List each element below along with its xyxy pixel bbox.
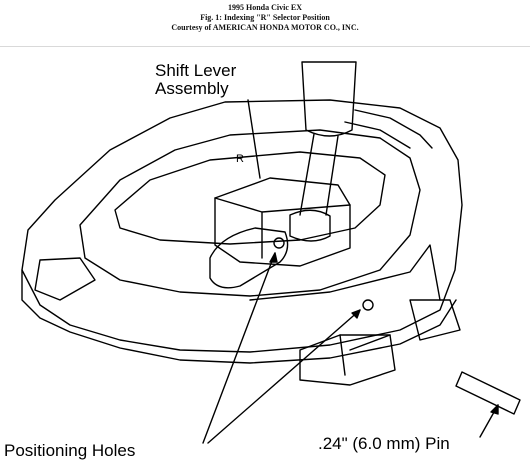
- console-housing-outline: [21, 99, 463, 353]
- shift-gate-slot: [114, 151, 386, 245]
- shift-lever-assembly-block: [214, 177, 351, 267]
- shift-gate-bezel: [79, 129, 421, 297]
- figure-caption: Fig. 1: Indexing "R" Selector Position: [200, 13, 330, 22]
- figure-header: 1995 Honda Civic EX Fig. 1: Indexing "R"…: [0, 0, 530, 47]
- positioning-hole-upper: [273, 237, 285, 249]
- assembly-collar: [289, 209, 331, 242]
- detent-arm: [209, 227, 289, 289]
- pin-arrowhead: [490, 404, 499, 415]
- figure-vehicle-title: 1995 Honda Civic EX: [227, 3, 302, 12]
- console-ridge-inner: [344, 121, 411, 149]
- shift-lever-rod: [299, 133, 339, 216]
- leader-arrowhead-lower: [351, 309, 361, 319]
- connector-block: [299, 334, 396, 386]
- console-ridge: [354, 109, 433, 149]
- pin-rod: [455, 371, 521, 415]
- shift-lever-label-line2: Assembly: [155, 79, 229, 98]
- connector-block-face: [339, 334, 391, 376]
- console-base-outline: [21, 269, 457, 364]
- assembly-top-face: [214, 197, 351, 259]
- shift-lever-label-line1: Shift Lever: [155, 61, 237, 80]
- lower-housing-wall: [249, 244, 441, 301]
- shift-lever-shaft: [301, 61, 357, 137]
- leader-arrowhead-upper: [269, 252, 278, 263]
- shift-lever-leader: [247, 99, 261, 179]
- positioning-holes-label: Positioning Holes: [4, 441, 136, 460]
- detent-r-mark: R: [236, 153, 244, 165]
- figure-credit: Courtesy of AMERICAN HONDA MOTOR CO., IN…: [171, 23, 359, 32]
- positioning-hole-leader-lower: [207, 309, 361, 444]
- mounting-bracket-left: [34, 257, 96, 301]
- positioning-hole-leader-upper: [202, 252, 276, 444]
- pin-size-label: .24" (6.0 mm) Pin: [318, 434, 450, 453]
- positioning-hole-lower: [362, 299, 374, 311]
- right-side-bracket: [409, 299, 461, 341]
